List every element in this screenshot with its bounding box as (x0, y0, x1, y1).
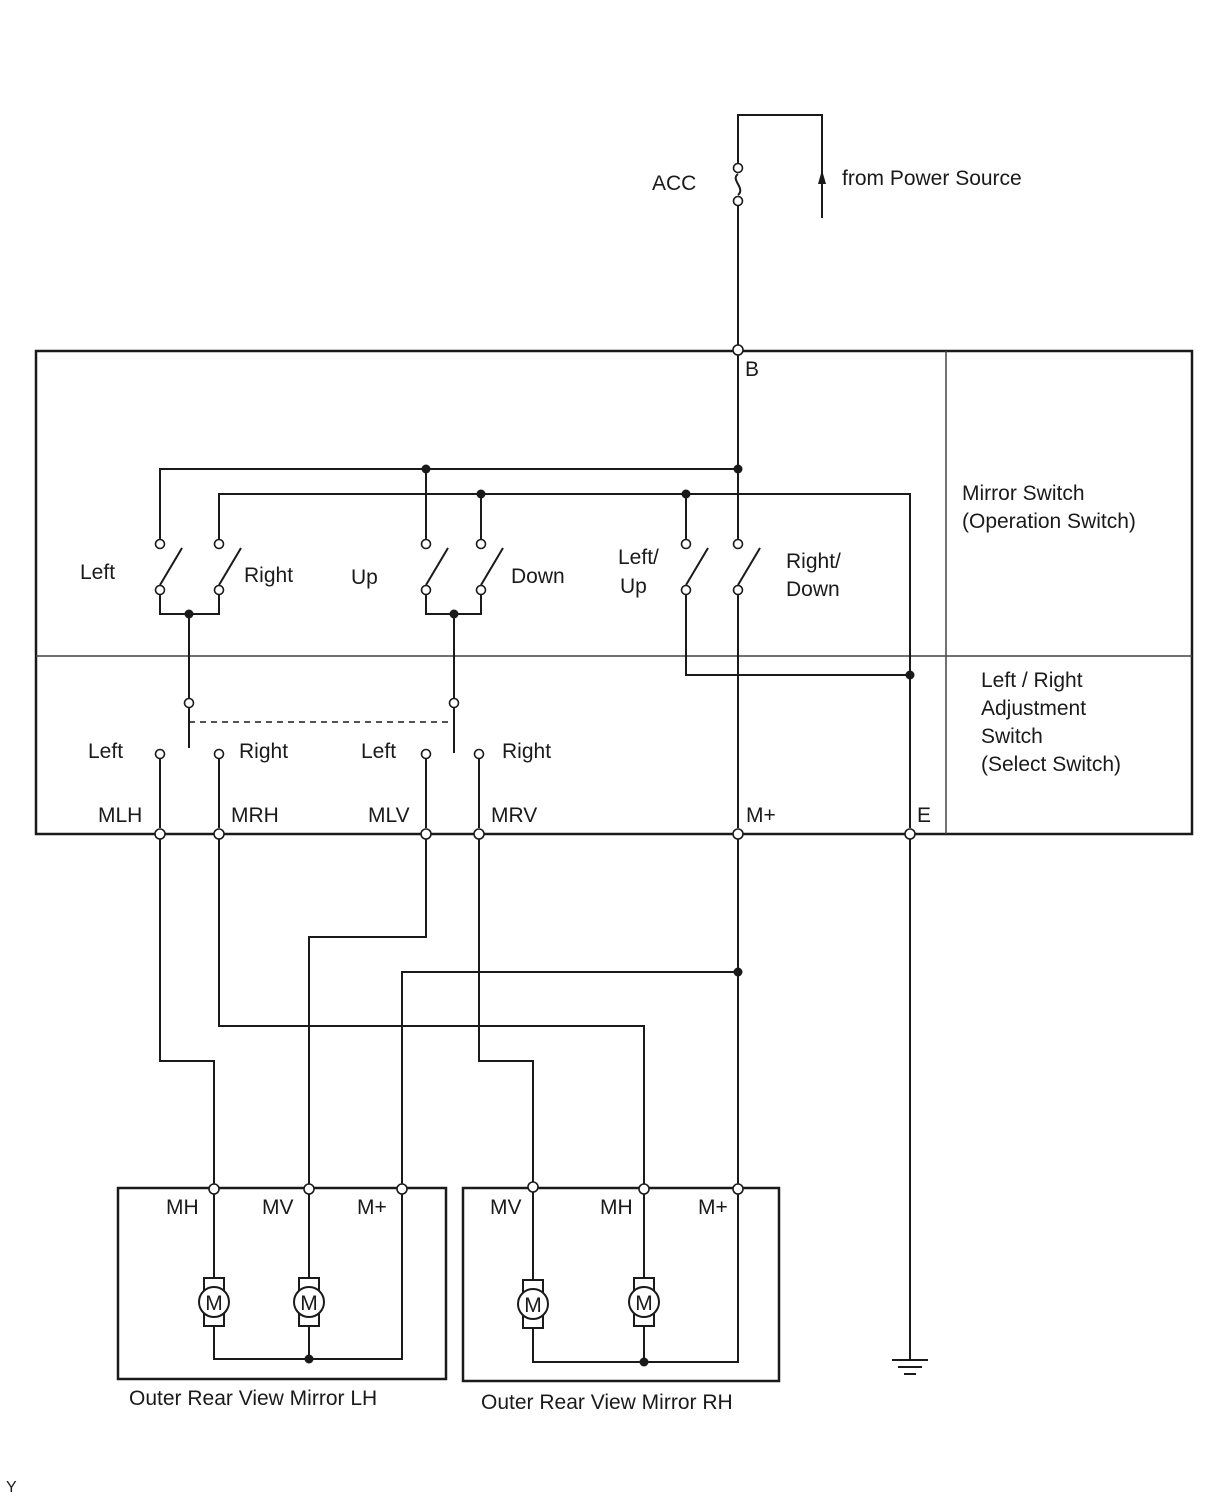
switch-down-label: Down (511, 565, 565, 588)
mirror-lh-title: Outer Rear View Mirror LH (129, 1387, 377, 1410)
lh-terminal-mv-label: MV (262, 1196, 294, 1219)
select-h-right-label: Right (239, 740, 288, 763)
terminal-mlh-label: MLH (98, 804, 142, 827)
fuse-label: ACC (652, 172, 696, 195)
select-switch: Left Right Left Right (88, 697, 551, 828)
operation-switch-title: Mirror Switch (Operation Switch) (962, 482, 1136, 533)
fuse-icon (734, 173, 742, 196)
svg-text:M: M (205, 1292, 223, 1315)
rh-terminal-m-plus-label: M+ (698, 1196, 728, 1219)
motor-icon: M (517, 1279, 549, 1329)
rh-terminal-mv-label: MV (490, 1196, 522, 1219)
mirror-switch-box (34, 349, 1194, 836)
mirror-rh-box: M M MV MH M+ Outer Rear View Mirror RH (461, 1181, 781, 1414)
motor-icon: M (628, 1277, 660, 1327)
select-v-left-label: Left (361, 740, 396, 763)
power-source-arrow-icon (818, 170, 826, 184)
terminal-mrh-label: MRH (231, 804, 279, 827)
select-v-right-label: Right (502, 740, 551, 763)
select-h-left-label: Left (88, 740, 123, 763)
operation-switch-wiring (159, 355, 911, 828)
up-down-switch: Up Down (351, 538, 565, 698)
mirror-rh-title: Outer Rear View Mirror RH (481, 1391, 733, 1414)
switch-left-label: Left (80, 561, 115, 584)
mirror-lh-box: M M MH MV M+ Outer Rear View Mirror LH (116, 1183, 448, 1410)
svg-text:M: M (635, 1292, 653, 1315)
switch-connector-terminals: B MLH MRH MLV MRV M+ E (98, 344, 931, 840)
switch-left-up-label: Left/ Up (618, 546, 665, 598)
switch-up-label: Up (351, 566, 378, 589)
svg-text:M: M (300, 1292, 318, 1315)
external-wiring (159, 839, 911, 1360)
lh-terminal-mh-label: MH (166, 1196, 199, 1219)
terminal-m-plus-label: M+ (746, 804, 776, 827)
terminal-mlv-label: MLV (368, 804, 410, 827)
rh-terminal-mh-label: MH (600, 1196, 633, 1219)
left-up-right-down-switch: Left/ Up Right/ Down (618, 538, 915, 828)
corner-mark: Y (6, 1479, 17, 1496)
switch-right-label: Right (244, 564, 293, 587)
motor-icon: M (198, 1277, 230, 1327)
switch-right-down-label: Right/ Down (786, 550, 847, 601)
terminal-b-label: B (745, 358, 759, 381)
terminal-mrv-label: MRV (491, 804, 537, 827)
select-switch-title: Left / Right Adjustment Switch (Select S… (981, 669, 1121, 776)
terminal-e-label: E (917, 804, 931, 827)
power-source-label: from Power Source (842, 167, 1022, 190)
lh-terminal-m-plus-label: M+ (357, 1196, 387, 1219)
motor-icon: M (293, 1277, 325, 1327)
left-right-switch: Left Right (80, 538, 293, 698)
svg-text:M: M (524, 1294, 542, 1317)
power-source-section: ACC from Power Source (652, 114, 1022, 345)
ground-icon (892, 1359, 928, 1375)
